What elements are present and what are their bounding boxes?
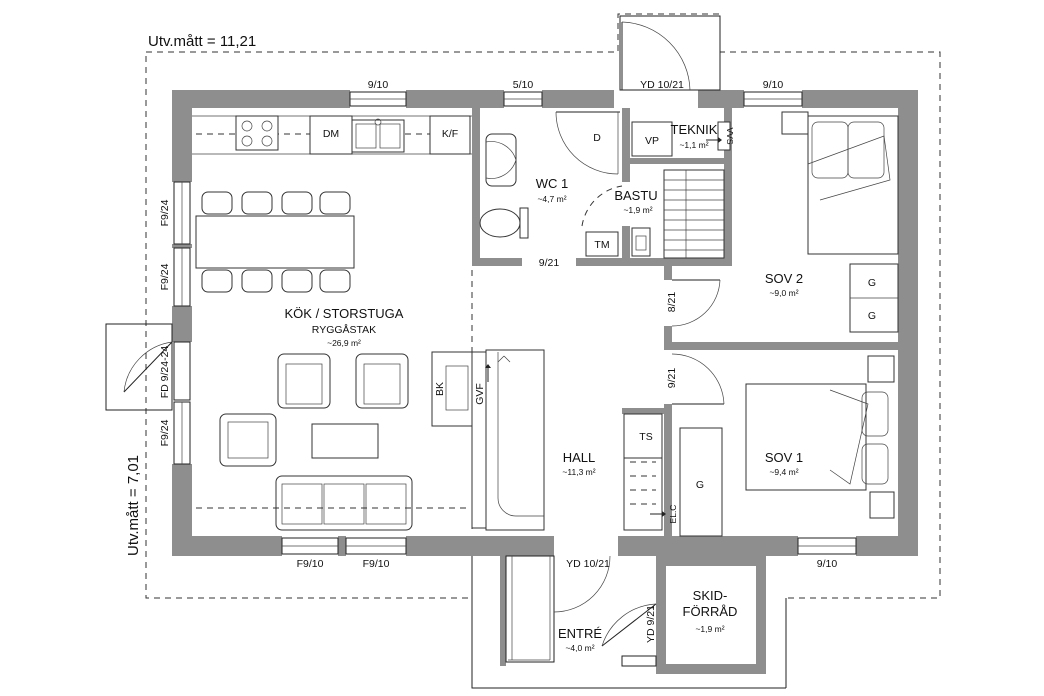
room-name-entre: ENTRÉ <box>558 626 602 641</box>
window-label-top-kitchen: 9/10 <box>368 79 389 91</box>
living-furniture <box>196 270 473 531</box>
fixture-label-ts: TS <box>639 431 652 443</box>
room-name-kitchen: KÖK / STORSTUGA <box>285 306 404 321</box>
room-area-sov1: ~9,4 m² <box>769 467 798 477</box>
door-label-wc: 9/21 <box>539 257 560 269</box>
entry-porch <box>471 555 787 689</box>
dimension-outline <box>145 13 941 689</box>
left-deck <box>105 323 173 411</box>
room-area-entre: ~4,0 m² <box>565 643 594 653</box>
sov2-furniture <box>671 111 899 333</box>
walls <box>172 90 918 674</box>
bastu-benches <box>631 121 731 259</box>
room-area-sov2: ~9,0 m² <box>769 288 798 298</box>
window-label-left-3: F9/24 <box>159 419 171 446</box>
room-area-hall: ~11,3 m² <box>562 467 595 477</box>
window-label-bottom-1: F9/10 <box>297 558 324 570</box>
fixture-label-dm: DM <box>323 128 339 140</box>
fixture-label-g-sov2-bottom: G <box>868 310 876 322</box>
room-name-teknik: TEKNIK <box>671 122 718 137</box>
door-label-left-fd: FD 9/24-24 <box>159 346 171 399</box>
wc-fixtures <box>479 111 623 257</box>
room-name-sov2: SOV 2 <box>765 271 803 286</box>
fixture-label-g-sov1: G <box>696 479 704 491</box>
room-area-kitchen: ~26,9 m² <box>327 338 361 348</box>
room-name-wc: WC 1 <box>536 176 569 191</box>
top-door-canopy <box>619 15 721 91</box>
fixture-label-vvs: VVS <box>725 127 735 144</box>
window-label-left-2: F9/24 <box>159 263 171 290</box>
room-name-skid-line2: FÖRRÅD <box>683 604 738 619</box>
window-label-top-wc: 5/10 <box>513 79 534 91</box>
height-dimension-label: Utv.mått = 7,01 <box>125 455 142 556</box>
window-label-top-sov2: 9/10 <box>763 79 784 91</box>
window-label-bottom-sov1: 9/10 <box>817 558 838 570</box>
fixture-label-gvf: GVF <box>474 383 486 405</box>
door-label-sov1: 9/21 <box>666 368 678 389</box>
fixture-label-vp: VP <box>645 135 659 147</box>
room-area-skid: ~1,9 m² <box>695 624 724 634</box>
hall-closets <box>485 349 723 537</box>
width-dimension-label: Utv.mått = 11,21 <box>148 33 256 50</box>
fixture-label-kf: K/F <box>442 128 458 140</box>
sov1-furniture <box>671 353 895 519</box>
room-name-hall: HALL <box>563 450 596 465</box>
door-label-skid: YD 9/21 <box>645 605 657 643</box>
fixture-label-tm: TM <box>594 239 609 251</box>
door-label-bottom: YD 10/21 <box>566 558 610 570</box>
fixture-label-g-sov2-top: G <box>868 277 876 289</box>
arrows <box>485 137 722 517</box>
stove-bk <box>431 351 487 529</box>
room-name-bastu: BASTU <box>614 188 657 203</box>
room-area-wc: ~4,7 m² <box>537 194 566 204</box>
dining-table <box>195 191 355 293</box>
fixture-label-elc: EL.C <box>668 505 678 524</box>
fixture-label-d: D <box>593 132 601 144</box>
fixture-label-bk: BK <box>434 382 446 396</box>
window-label-bottom-2: F9/10 <box>363 558 390 570</box>
room-note-kitchen: RYGGÅSTAK <box>312 323 376 336</box>
kitchen-counter <box>192 115 472 155</box>
window-frames <box>173 91 857 555</box>
door-label-sov2: 8/21 <box>666 292 678 313</box>
door-label-top: YD 10/21 <box>640 79 684 91</box>
window-label-left-1: F9/24 <box>159 199 171 226</box>
room-name-skid-line1: SKID- <box>693 588 728 603</box>
room-name-sov1: SOV 1 <box>765 450 803 465</box>
room-area-bastu: ~1,9 m² <box>623 205 652 215</box>
room-area-teknik: ~1,1 m² <box>679 140 708 150</box>
